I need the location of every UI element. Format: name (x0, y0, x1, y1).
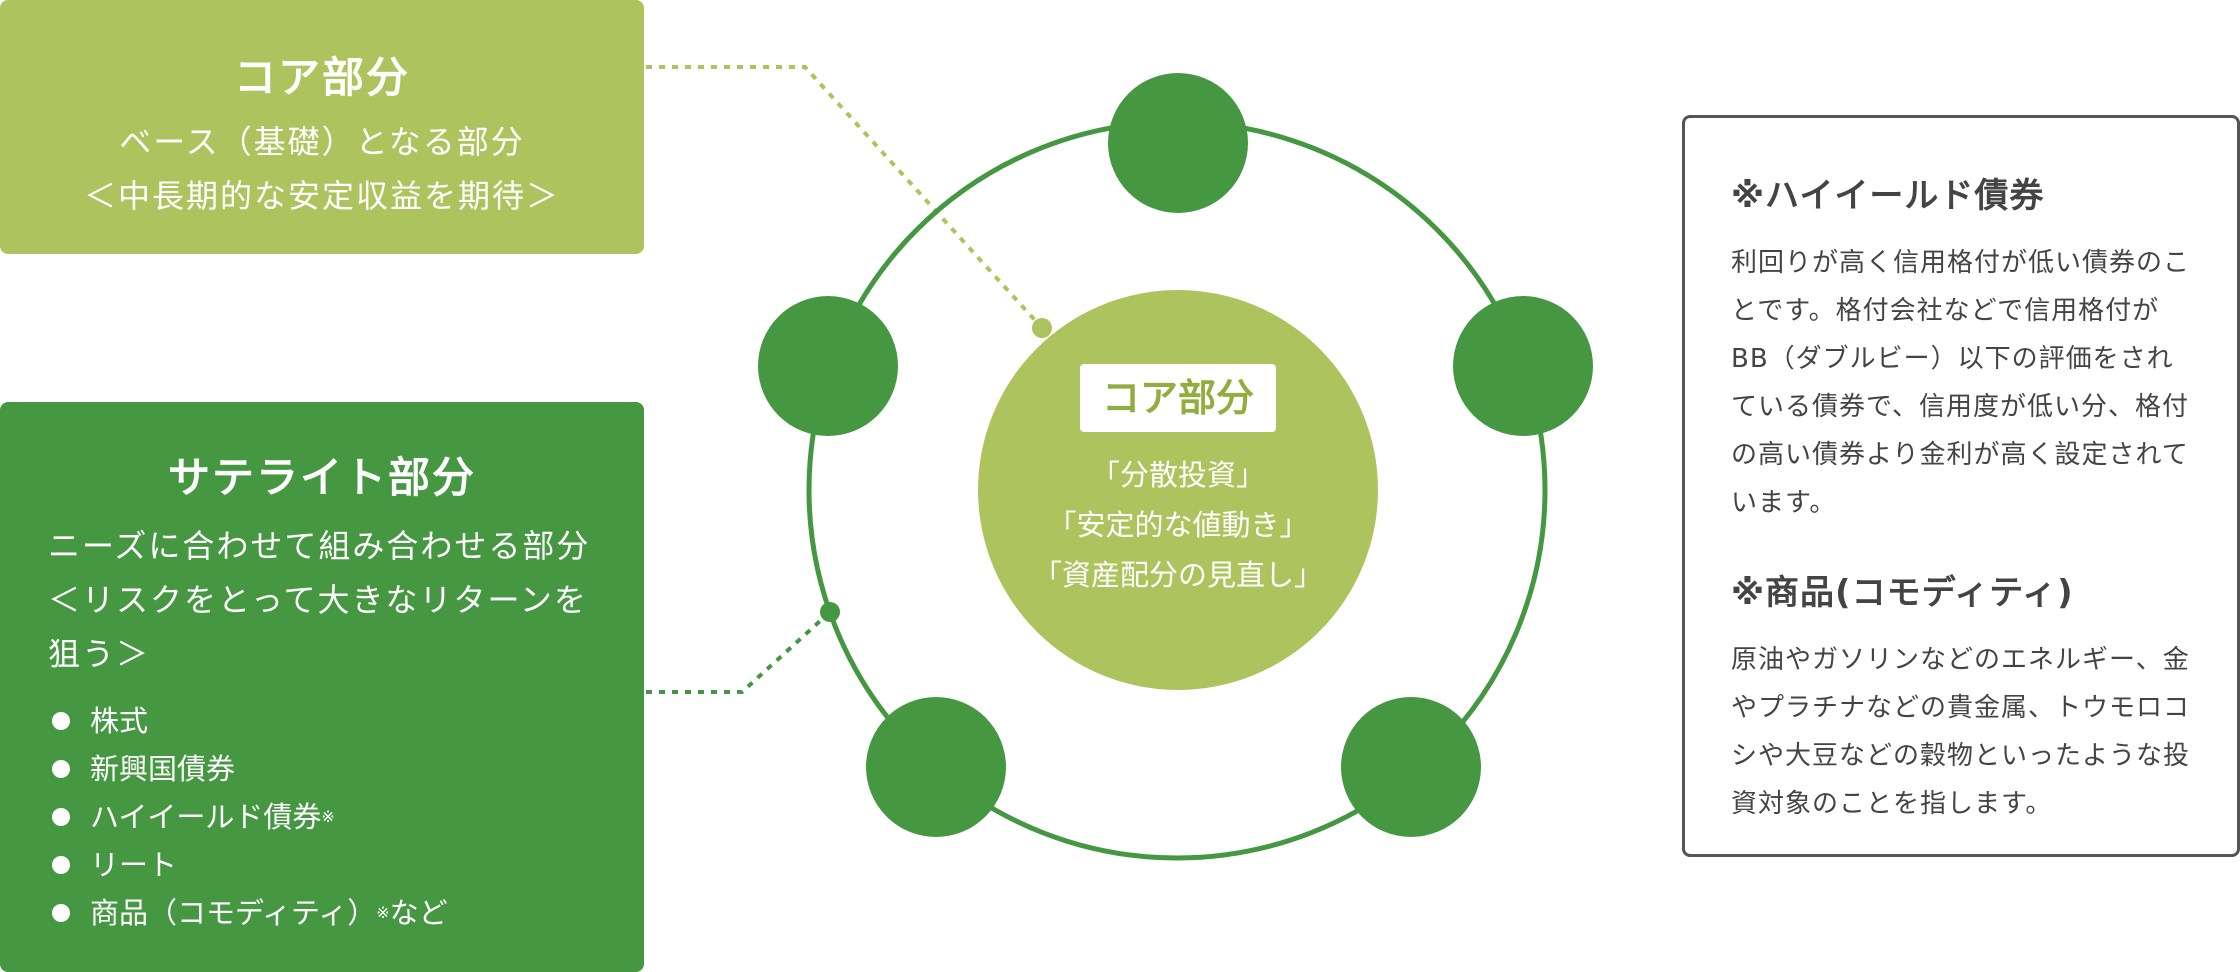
list-item-label: 新興国債券 (90, 752, 236, 786)
list-item: ハイイールド債券 ※ (52, 793, 644, 841)
note-title-commodity: ※商品(コモディティ) (1731, 573, 2074, 613)
notes-box: ※ハイイールド債券 利回りが高く信用格付が低い債券のことです。格付会社などで信用… (1682, 115, 2240, 857)
note-mark: ※ (321, 807, 335, 826)
satellite-asset-list: 株式 新興国債券 ハイイールド債券 ※ リート 商品（コモディティ） ※ など (52, 697, 644, 937)
note-body-high-yield: 利回りが高く信用格付が低い債券のことです。格付会社などで信用格付がBB（ダブルビ… (1731, 248, 2191, 518)
list-item-label: 株式 (90, 704, 149, 738)
bullet-icon (52, 856, 70, 874)
center-line-3: 「資産配分の見直し」 (1033, 558, 1323, 592)
core-connector-line (646, 65, 1044, 330)
core-connector-dot (1032, 318, 1052, 338)
satellite-box: サテライト部分 ニーズに合わせて組み合わせる部分＜リスクをとって大きなリターンを… (0, 402, 644, 972)
center-label: コア部分 (1102, 376, 1254, 420)
list-item-suffix: など (389, 896, 448, 930)
satellite-circle-bottom-left (866, 697, 1006, 837)
satellite-description: ニーズに合わせて組み合わせる部分＜リスクをとって大きなリターンを狙う＞ (48, 527, 591, 673)
satellite-circle-right (1453, 296, 1593, 436)
core-box: コア部分 ベース（基礎）となる部分 ＜中長期的な安定収益を期待＞ (0, 0, 644, 254)
list-item-label: リート (90, 848, 178, 882)
list-item-label: ハイイールド債券 (90, 800, 322, 834)
center-core-circle (978, 290, 1378, 690)
bullet-icon (52, 760, 70, 778)
satellite-circle-top (1108, 73, 1248, 213)
list-item: 株式 (52, 697, 644, 745)
bullet-icon (52, 712, 70, 730)
core-title: コア部分 (233, 53, 410, 102)
satellite-title: サテライト部分 (167, 453, 476, 502)
note-mark: ※ (376, 903, 390, 922)
list-item: リート (52, 841, 644, 889)
core-description-line-2: ＜中長期的な安定収益を期待＞ (83, 177, 560, 215)
bullet-icon (52, 904, 70, 922)
center-label-box (1080, 364, 1276, 432)
core-description: ベース（基礎）となる部分 ＜中長期的な安定収益を期待＞ (0, 115, 644, 223)
center-line-2: 「安定的な値動き」 (1047, 508, 1308, 542)
list-item-label: 商品（コモディティ） (90, 896, 377, 930)
satellite-circle-left (758, 296, 898, 436)
satellite-circle-bottom-right (1341, 697, 1481, 837)
note-body-commodity: 原油やガソリンなどのエネルギー、金やプラチナなどの貴金属、トウモロコシや大豆など… (1731, 645, 2191, 819)
note-title-high-yield: ※ハイイールド債券 (1731, 176, 2045, 216)
center-line-1: 「分散投資」 (1091, 458, 1265, 492)
core-description-line-1: ベース（基礎）となる部分 (119, 123, 525, 161)
list-item: 新興国債券 (52, 745, 644, 793)
bullet-icon (52, 808, 70, 826)
satellite-connector-line (646, 610, 832, 694)
list-item: 商品（コモディティ） ※ など (52, 889, 644, 937)
satellite-connector-dot (820, 602, 840, 622)
